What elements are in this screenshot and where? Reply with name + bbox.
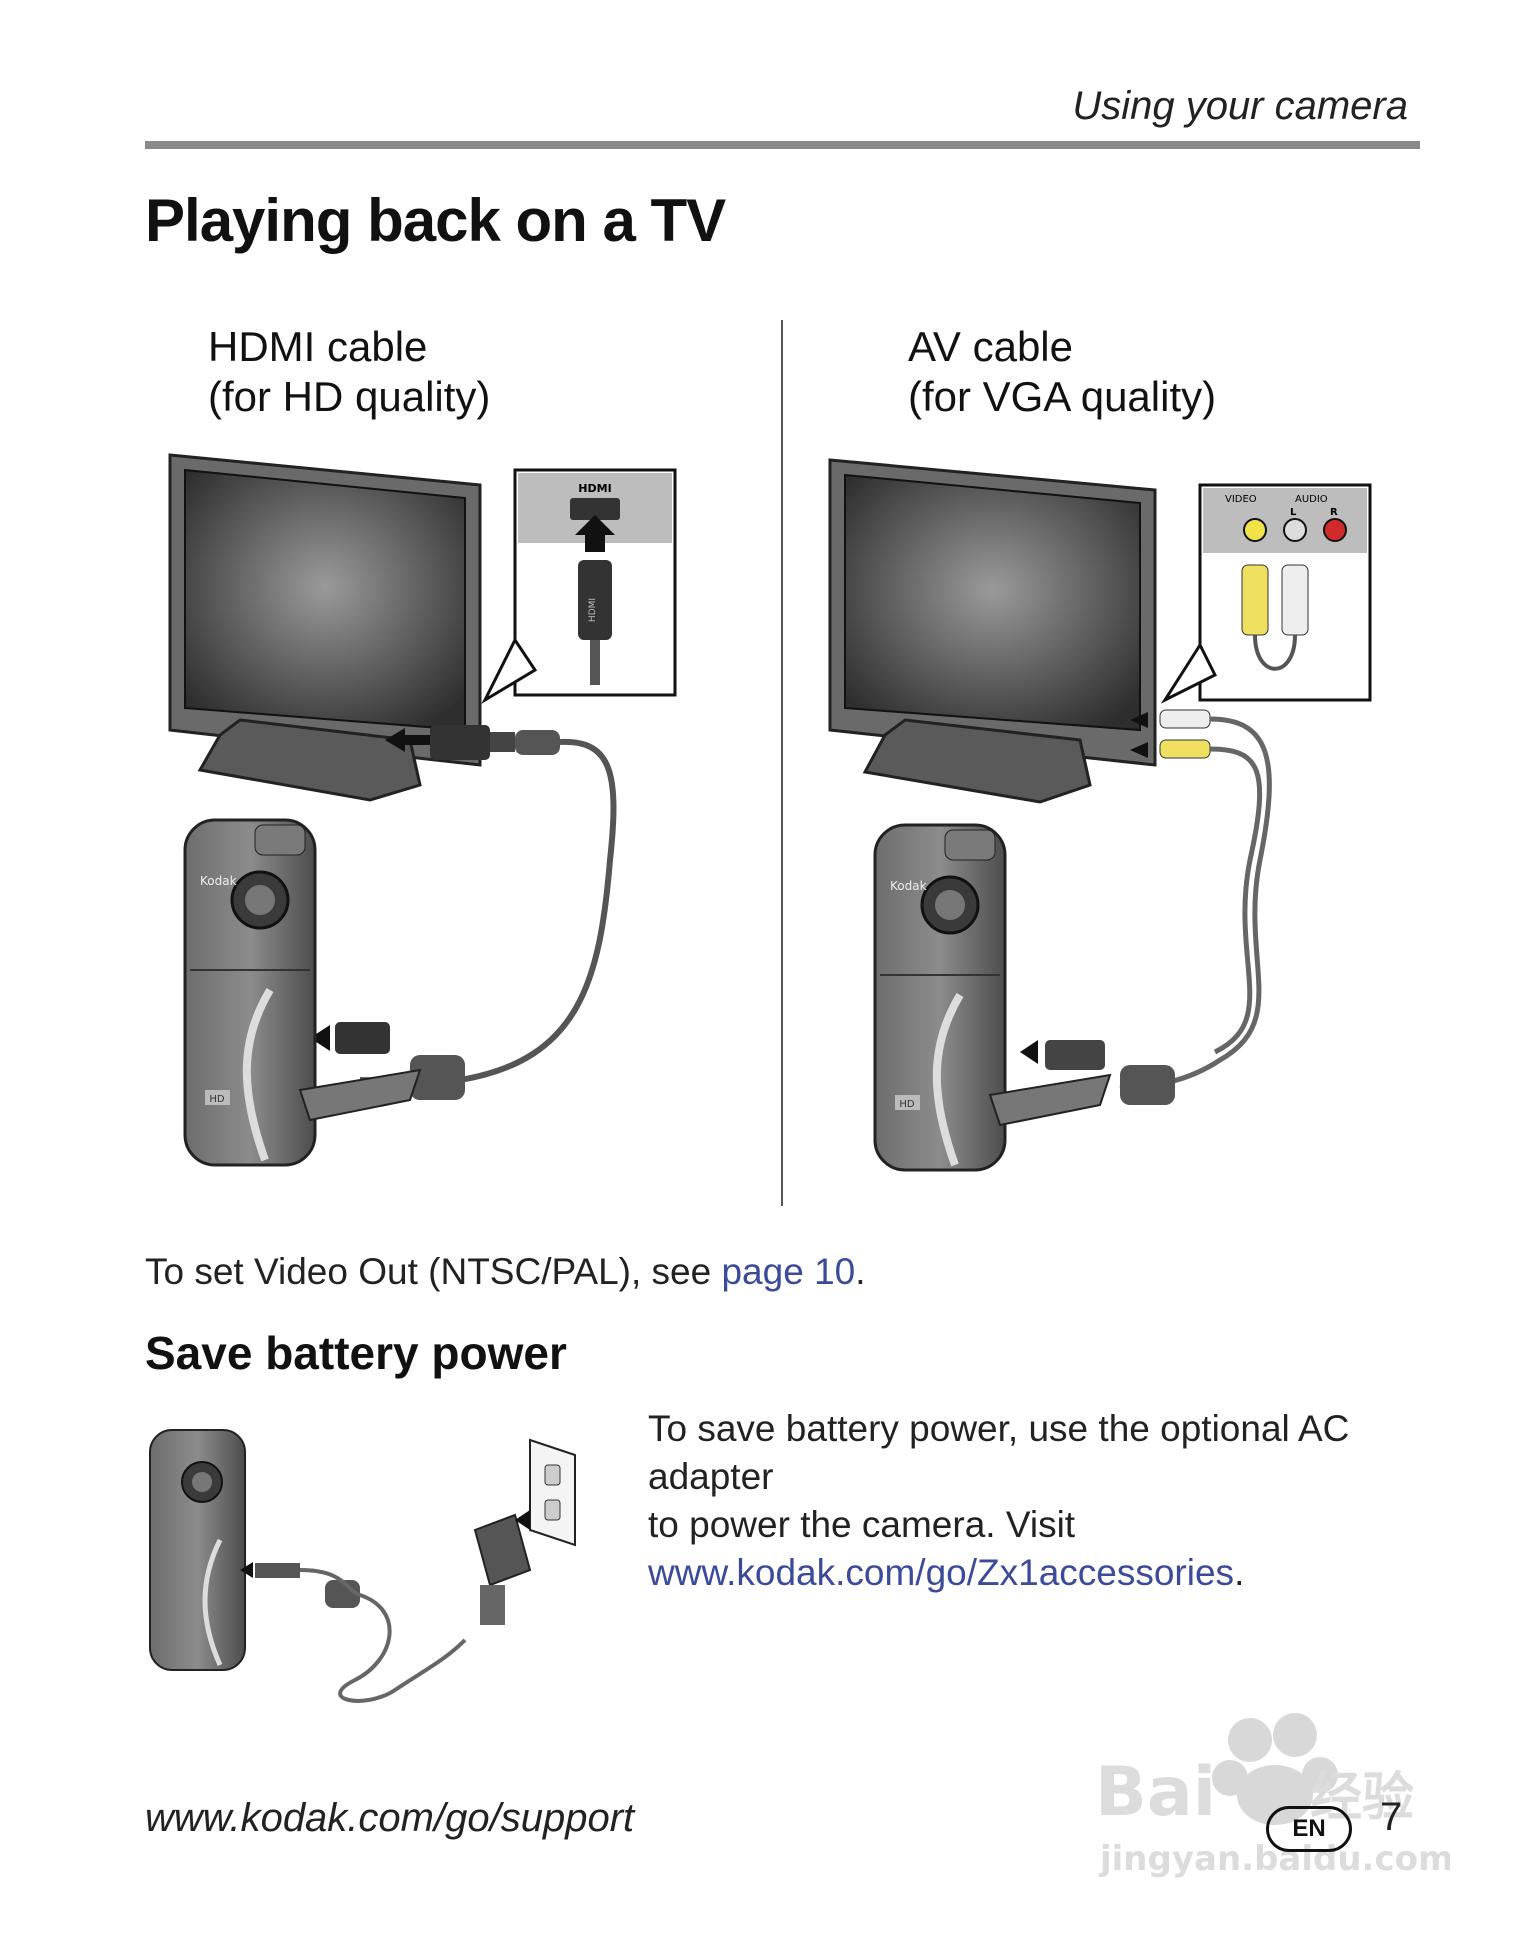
ac-adapter-icon <box>473 1513 532 1625</box>
battery-paragraph: To save battery power, use the optional … <box>648 1405 1428 1597</box>
tv-icon <box>168 453 482 802</box>
video-label: VIDEO <box>1225 494 1257 505</box>
av-heading: AV cable (for VGA quality) <box>908 322 1216 422</box>
camera-icon: Kodak HD <box>183 818 422 1167</box>
language-badge: EN <box>1266 1806 1352 1852</box>
hdmi-heading-line2: (for HD quality) <box>208 373 491 420</box>
power-cable-icon <box>240 1562 467 1703</box>
page-number: 7 <box>1380 1795 1403 1839</box>
page-title: Playing back on a TV <box>145 187 726 254</box>
camera-icon <box>149 1429 246 1671</box>
audio-right-label: R <box>1330 507 1338 518</box>
column-divider <box>781 320 783 1206</box>
av-port-inset: VIDEO AUDIO L R <box>1160 483 1372 704</box>
accessories-link[interactable]: www.kodak.com/go/Zx1accessories <box>648 1552 1235 1593</box>
hdmi-connection-illustration: HDMI HDMI Kodak HD <box>168 453 677 1167</box>
wall-outlet-icon <box>515 1438 576 1547</box>
camera-hd-badge: HD <box>209 1094 225 1105</box>
battery-text-line2: to power the camera. Visit <box>648 1504 1076 1545</box>
video-out-prefix: To set Video Out (NTSC/PAL), see <box>145 1251 722 1292</box>
hdmi-cable-icon <box>310 725 617 1100</box>
camera-brand-label: Kodak <box>890 879 927 893</box>
camera-icon: Kodak HD <box>873 823 1112 1172</box>
av-heading-line1: AV cable <box>908 323 1073 370</box>
hdmi-heading: HDMI cable (for HD quality) <box>208 322 490 422</box>
header-rule <box>145 141 1420 149</box>
camera-brand-label: Kodak <box>200 874 237 888</box>
support-url[interactable]: www.kodak.com/go/support <box>145 1796 635 1840</box>
watermark-line2: 经验 <box>1310 1768 1414 1828</box>
audio-left-label: L <box>1290 507 1297 518</box>
av-heading-line2: (for VGA quality) <box>908 373 1217 420</box>
audio-label: AUDIO <box>1295 494 1328 505</box>
running-header: Using your camera <box>1072 84 1408 128</box>
baidu-watermark: Bai 经验 jingyan.baidu.com <box>1095 1713 1450 1879</box>
hdmi-plug-label: HDMI <box>588 598 598 622</box>
watermark-line1: Bai <box>1095 1753 1216 1832</box>
hdmi-port-label: HDMI <box>578 482 611 495</box>
hdmi-port-inset: HDMI HDMI <box>481 468 677 704</box>
paw-logo-icon <box>1212 1713 1338 1825</box>
tv-icon <box>828 458 1157 804</box>
camera-hd-badge: HD <box>899 1099 915 1110</box>
av-cable-icon <box>1020 709 1272 1105</box>
save-battery-heading: Save battery power <box>145 1327 567 1379</box>
av-connection-illustration: VIDEO AUDIO L R Kodak HD <box>828 458 1372 1172</box>
hdmi-heading-line1: HDMI cable <box>208 323 428 370</box>
video-out-note: To set Video Out (NTSC/PAL), see page 10… <box>145 1251 866 1293</box>
video-out-suffix: . <box>855 1251 866 1292</box>
ac-adapter-illustration <box>149 1429 576 1703</box>
battery-text-line1: To save battery power, use the optional … <box>648 1408 1350 1497</box>
page-10-link[interactable]: page 10 <box>721 1251 856 1292</box>
accessories-link-suffix: . <box>1234 1552 1245 1593</box>
